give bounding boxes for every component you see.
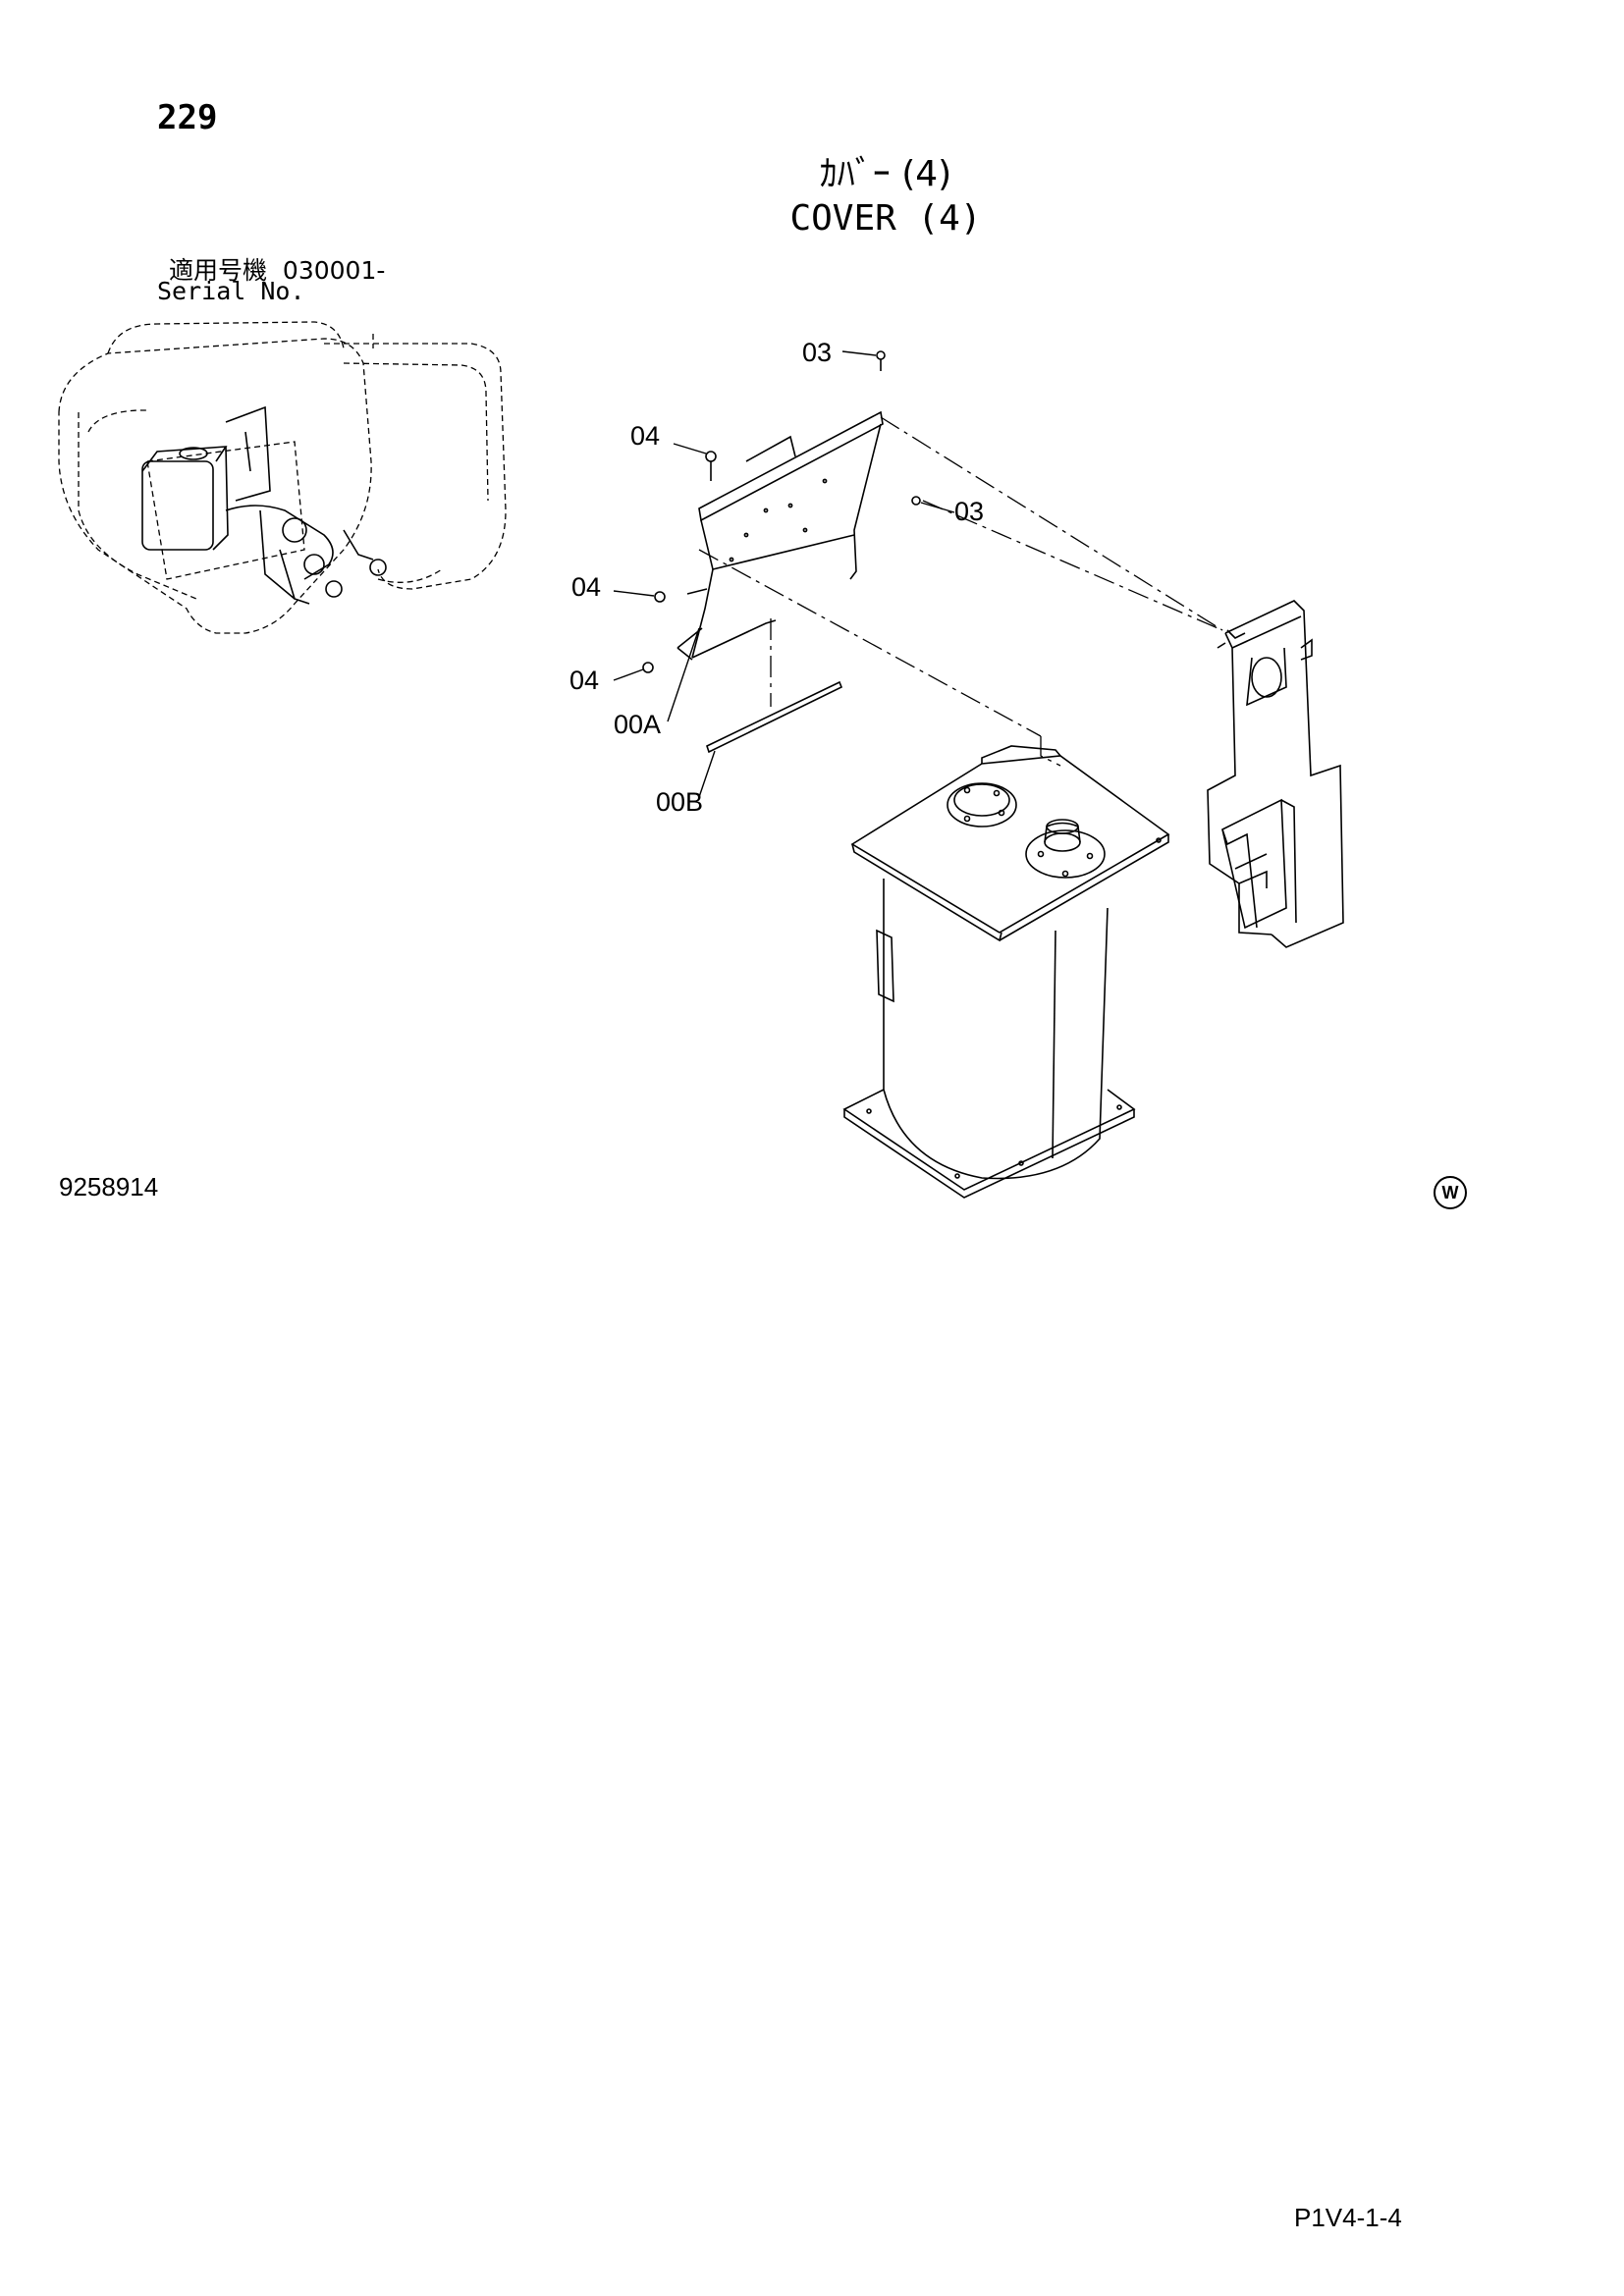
serial-label-jp: 適用号機 <box>169 256 268 285</box>
title-english: COVER (4) <box>789 198 982 239</box>
cover-panel-00A <box>677 410 884 661</box>
callout-04-mid: 04 <box>571 572 601 602</box>
page-code: P1V4-1-4 <box>1294 2203 1402 2232</box>
frame-bracket <box>1207 600 1344 948</box>
leader-lines <box>613 350 955 798</box>
bolt-04-low <box>642 662 654 673</box>
document-number: 9258914 <box>59 1172 159 1201</box>
machine-overview-detail <box>141 405 387 605</box>
serial-value: 030001- <box>282 256 386 285</box>
callout-00B: 00B <box>656 787 703 817</box>
machine-overview-sketch <box>58 321 507 634</box>
assembly-guide-lines <box>698 416 1223 767</box>
bolt-04-mid <box>654 591 666 603</box>
callout-04-top: 04 <box>630 421 660 451</box>
bolt-03-mid <box>911 496 921 506</box>
callout-00A: 00A <box>614 710 661 739</box>
callout-03-top: 03 <box>802 338 832 367</box>
watermark-circle-icon: W <box>1434 1176 1467 1209</box>
serial-line-jp: 適用号機 030001- <box>169 251 385 287</box>
hydraulic-tank <box>842 745 1170 1199</box>
page-number: 229 <box>157 98 218 137</box>
bolt-04-top <box>705 451 717 481</box>
callout-03-mid: 03 <box>954 497 984 526</box>
bolt-03-top <box>876 350 886 371</box>
seal-strip-00B <box>706 680 843 754</box>
title-japanese: ｶﾊﾞｰ (4) <box>819 154 952 194</box>
callout-04-low: 04 <box>569 666 599 695</box>
serial-label-en: Serial No. <box>157 277 305 305</box>
